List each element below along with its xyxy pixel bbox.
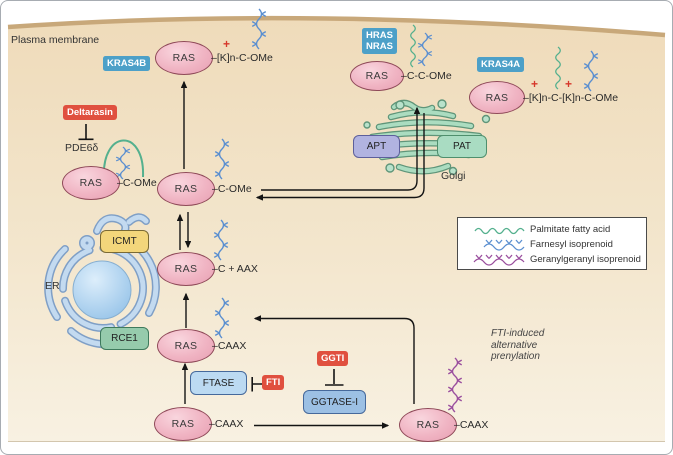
tag-kras4a: KRAS4A xyxy=(477,57,525,72)
legend-label: Geranylgeranyl isoprenoid xyxy=(530,254,641,265)
suffix-pm-kras4a: –[K]n-C-[K]n-C-OMe xyxy=(523,92,619,104)
apt-box: APT xyxy=(353,135,400,158)
ras-oval-geranylgeranylated-caax: RAS xyxy=(399,408,457,442)
tag-hras-nras: HRAS NRAS xyxy=(362,28,397,54)
tag-nras: NRAS xyxy=(366,41,393,52)
positive-charge-mark: + xyxy=(565,77,573,91)
ras-oval-farnesylated-caax: RAS xyxy=(157,329,215,363)
ras-oval-pde6d-bound: RAS xyxy=(62,166,120,200)
suffix-pde6d-bound: –C-OMe xyxy=(117,177,157,189)
legend-item-palmitate: Palmitate fatty acid xyxy=(462,222,642,237)
ras-oval-pm-hras-nras: RAS xyxy=(350,61,404,91)
ras-oval-pm-kras4a: RAS xyxy=(469,81,525,114)
positive-charge-mark: + xyxy=(223,37,231,51)
nucleus xyxy=(72,260,132,320)
ggtase1-box: GGTASE-I xyxy=(303,390,366,414)
suffix-pm-hras-nras: –C-C-OMe xyxy=(401,70,452,82)
legend-label: Palmitate fatty acid xyxy=(530,224,611,235)
palmitate-line-icon xyxy=(474,227,525,234)
suffix-er-c-aax: –C + AAX xyxy=(212,263,258,275)
ras-oval-er-c-ome: RAS xyxy=(157,172,215,206)
legend-box: Palmitate fatty acid Farnesyl isoprenoid… xyxy=(457,217,647,270)
pde6d-label: PDE6δ xyxy=(65,142,99,154)
ras-oval-er-c-aax: RAS xyxy=(157,252,215,286)
pde6d-pocket-arc xyxy=(102,139,145,180)
rce1-box: RCE1 xyxy=(100,327,149,350)
deltarasin-box: Deltarasin xyxy=(63,105,117,120)
ggti-box: GGTI xyxy=(317,351,349,366)
legend-label: Farnesyl isoprenoid xyxy=(530,239,613,250)
suffix-unmodified-caax: –CAAX xyxy=(209,418,244,430)
pat-box: PAT xyxy=(437,135,487,158)
ftase-box: FTASE xyxy=(190,371,247,395)
ras-oval-pm-kras4b: RAS xyxy=(155,41,213,75)
deltarasin-inhibition-line xyxy=(78,124,94,141)
arrow-gg-reentry xyxy=(253,315,415,404)
suffix-pm-kras4b: –[K]n-C-OMe xyxy=(211,52,273,64)
icmt-box: ICMT xyxy=(100,230,149,253)
ras-oval-unmodified-caax: RAS xyxy=(154,407,212,441)
suffix-farnesylated-caax: –CAAX xyxy=(212,340,247,352)
ggti-inhibition-line xyxy=(325,369,344,386)
tag-kras4b: KRAS4B xyxy=(103,56,151,71)
er-label: ER xyxy=(45,280,60,292)
suffix-er-c-ome: –C-OMe xyxy=(212,183,252,195)
geranylgeranyl-line-icon xyxy=(473,254,525,266)
golgi-label: Golgi xyxy=(441,170,466,182)
fti-alternative-prenylation-note: FTI-induced alternative prenylation xyxy=(491,328,545,362)
fti-box: FTI xyxy=(262,375,285,390)
arrow-golgi-anterograde xyxy=(261,106,421,191)
positive-charge-mark: + xyxy=(531,77,539,91)
golgi-vesicles xyxy=(363,99,491,176)
farnesyl-line-icon xyxy=(483,239,525,251)
suffix-geranylgeranylated-caax: –CAAX xyxy=(454,419,489,431)
fti-inhibition-line xyxy=(251,377,262,392)
plasma-membrane-band xyxy=(7,15,666,38)
legend-item-geranylgeranyl: Geranylgeranyl isoprenoid xyxy=(462,252,642,267)
legend-item-farnesyl: Farnesyl isoprenoid xyxy=(462,237,642,252)
plasma-membrane-label: Plasma membrane xyxy=(11,34,100,46)
tag-hras: HRAS xyxy=(366,30,393,41)
arrow-golgi-retrograde xyxy=(255,113,425,201)
